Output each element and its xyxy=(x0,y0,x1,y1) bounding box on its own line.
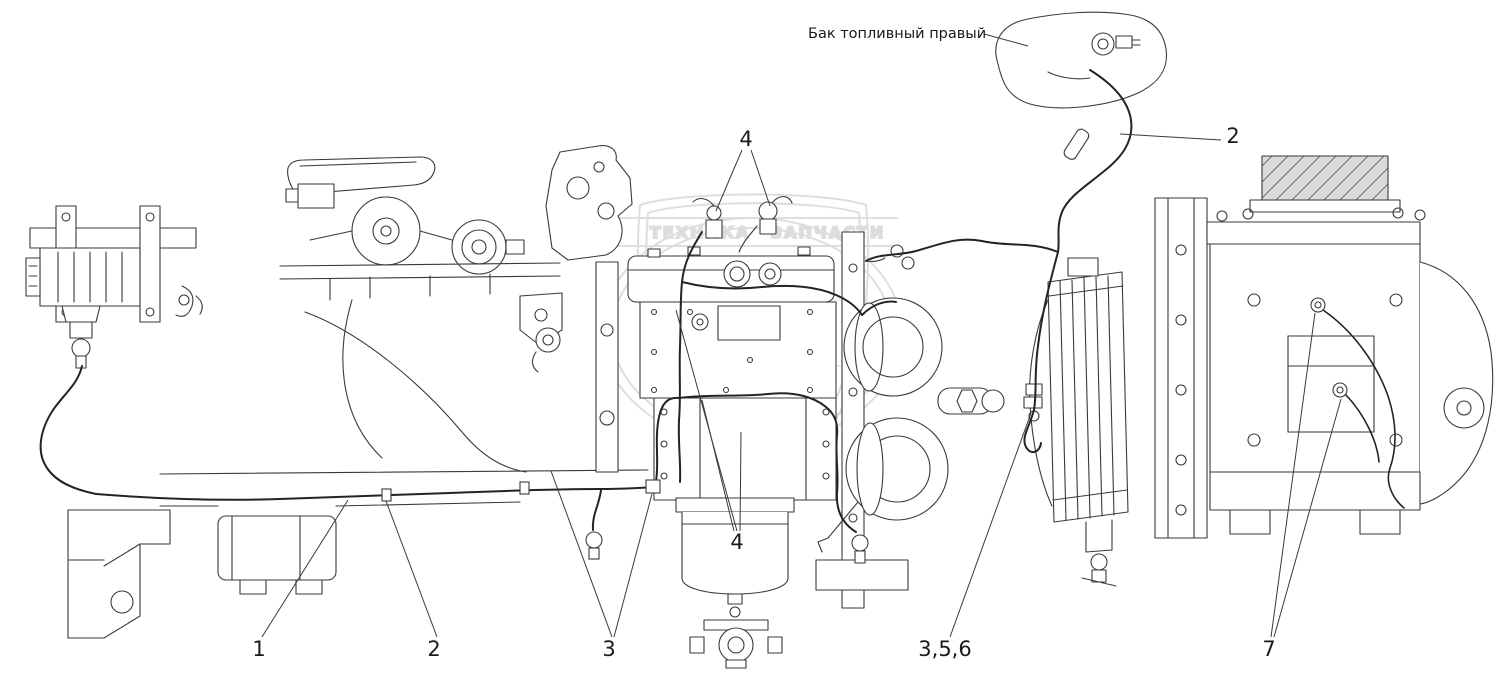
fuel-filter xyxy=(675,497,795,618)
support-bracket-plate xyxy=(531,145,633,473)
hanging-sensor-body xyxy=(588,547,600,560)
pressure-sensor xyxy=(851,534,869,564)
callouts: Бак топливный правый 4 2 1 2 3 4 3,5,6 7 xyxy=(252,26,1342,661)
harness-clamp xyxy=(381,488,392,502)
left-frame-bracket xyxy=(67,509,171,639)
callout-4-mid: 4 xyxy=(730,530,743,554)
watermark-right-text: ЗАПЧАСТИ xyxy=(771,223,886,242)
chassis-frame-rail xyxy=(159,469,649,507)
block-bolt-holes xyxy=(650,308,814,394)
callout-7: 7 xyxy=(1262,637,1275,661)
callout-3-5-6: 3,5,6 xyxy=(918,637,971,661)
air-brake-chambers xyxy=(817,297,1005,553)
callout-2-right: 2 xyxy=(1226,124,1239,148)
fuel-tank-filler xyxy=(1091,32,1115,56)
fuel-tank-right xyxy=(995,11,1168,109)
fuel-tank-label: Бак топливный правый xyxy=(808,26,986,42)
gearbox-assembly xyxy=(1154,155,1494,539)
gearbox-cables xyxy=(1310,297,1405,509)
gearbox-top-bolts xyxy=(1216,207,1426,222)
callout-3: 3 xyxy=(602,637,615,661)
leader-lines xyxy=(261,33,1342,638)
harness-connector xyxy=(645,479,661,494)
callout-2-bottom: 2 xyxy=(427,637,440,661)
wiring-harness xyxy=(39,69,1133,533)
left-valve-assembly xyxy=(25,205,203,369)
hanging-sensor xyxy=(585,531,603,549)
engine-block xyxy=(627,196,837,501)
harness-fittings xyxy=(381,128,1090,560)
engine-top-sensor-right xyxy=(738,196,793,253)
engine-top-sensor-left xyxy=(692,197,723,239)
harness-clamp xyxy=(519,481,530,495)
radiator-assembly xyxy=(1029,257,1129,587)
callout-1: 1 xyxy=(252,637,265,661)
fuel-pump-bottom xyxy=(689,619,783,669)
callout-4-top: 4 xyxy=(739,127,752,151)
harness-connector xyxy=(1063,128,1090,160)
crankshaft-pulley xyxy=(451,219,507,275)
alternator-pulley xyxy=(351,196,421,266)
watermark-left-text: ТЕХНИКА xyxy=(650,223,750,242)
engine-front-assembly xyxy=(279,156,563,473)
starter-motor xyxy=(217,515,337,595)
